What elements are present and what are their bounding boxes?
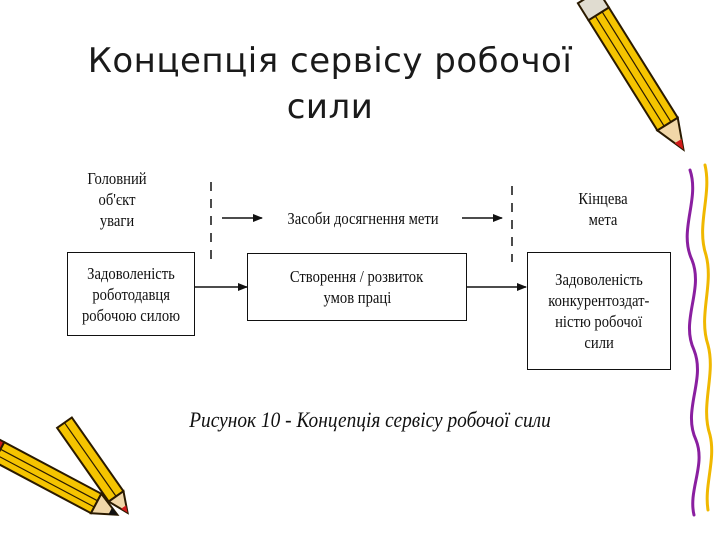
figure-caption: Рисунок 10 - Концепція сервісу робочої с… — [189, 407, 551, 432]
main-object-label-line: об'єкт — [98, 190, 136, 209]
box-text-line: умов праці — [323, 288, 391, 307]
box-text-line: сили — [584, 333, 614, 352]
border-doodle — [685, 168, 701, 517]
slide-title-line-2: сили — [286, 87, 374, 127]
final-goal-label: Кінцева мета — [556, 188, 651, 230]
main-object-label-line: Головний — [87, 169, 147, 188]
box-employer-satisfaction: Задоволеність роботодавця робочою силою — [67, 252, 195, 336]
final-goal-label-line: мета — [588, 210, 618, 229]
final-goal-label-line: Кінцева — [578, 189, 628, 208]
box-text-line: роботодавця — [92, 284, 170, 304]
pencil-icon — [576, 0, 685, 152]
box-working-conditions: Створення / розвиток умов праці — [247, 253, 467, 321]
box-text-line: Задоволеність — [555, 270, 643, 289]
box-workforce-competitiveness: Задоволеність конкурентоздат- ністю робо… — [527, 252, 671, 370]
box-text-line: робочою силою — [81, 305, 181, 325]
pencil-icon — [55, 416, 129, 515]
box-text-line: ністю робочої — [555, 312, 643, 331]
pencil-icon — [0, 435, 120, 516]
box-text-line: конкурентоздат- — [548, 291, 650, 310]
main-object-label-line: уваги — [99, 211, 135, 230]
slide-title: Концепція сервісу робочої сили — [60, 38, 600, 130]
slide-title-line-1: Концепція сервісу робочої — [87, 41, 573, 81]
box-text-line: Створення / розвиток — [290, 267, 424, 286]
means-label: Засоби досягнення мети — [287, 209, 439, 228]
main-object-label: Головний об'єкт уваги — [70, 168, 165, 231]
box-text-line: Задоволеність — [87, 263, 175, 283]
